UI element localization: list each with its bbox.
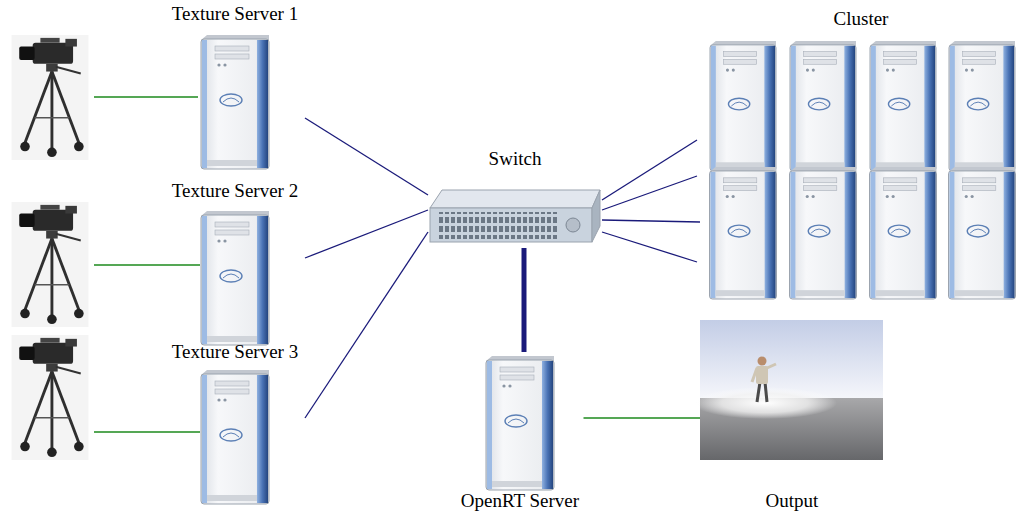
- server-node: Texture Server 3: [165, 341, 305, 507]
- switch-fan: [566, 218, 580, 232]
- server-tower: [949, 167, 1016, 299]
- server-tower: [870, 167, 937, 299]
- camera: [12, 202, 89, 327]
- camera-cable: [94, 264, 200, 265]
- server-node: OpenRT Server: [457, 352, 584, 512]
- camera: [12, 35, 89, 160]
- server-tower: [710, 167, 777, 299]
- camera: [12, 35, 89, 460]
- node-label: Switch: [489, 148, 542, 170]
- network-switch: [430, 190, 600, 242]
- node-label: Texture Server 3: [172, 341, 298, 363]
- camera: [12, 335, 89, 460]
- server-tower: [949, 41, 1015, 171]
- network-link: [522, 248, 527, 352]
- node-label: Cluster: [834, 8, 889, 30]
- server-tower: [790, 41, 856, 171]
- node-label: Texture Server 2: [172, 180, 298, 202]
- cluster-cable: [602, 140, 697, 262]
- switch-front: [430, 208, 592, 242]
- server-tower: [201, 35, 554, 504]
- camera-cable: [94, 97, 200, 432]
- server-tower: [201, 370, 269, 504]
- cluster-node: Cluster: [700, 8, 1022, 302]
- server-tower: [870, 41, 936, 171]
- cluster-cable: [602, 232, 697, 262]
- server-node: Texture Server 1: [165, 3, 305, 173]
- node-label: Output: [766, 490, 819, 512]
- network-link: [305, 118, 428, 195]
- camera-cable: [94, 431, 200, 432]
- switch-side: [592, 190, 600, 242]
- cluster-cable: [602, 140, 697, 200]
- server-tower: [710, 41, 776, 171]
- server-tower: [201, 35, 269, 169]
- switch-ports: [438, 212, 558, 239]
- node-label: OpenRT Server: [461, 490, 579, 512]
- network-link: [305, 232, 428, 418]
- rendered-output: [693, 320, 883, 460]
- switch-top: [430, 190, 600, 208]
- server-tower: [790, 167, 857, 299]
- output-sky: [700, 320, 883, 400]
- camera-cable: [94, 96, 198, 97]
- network-link: [305, 210, 428, 258]
- server-node: Texture Server 2: [165, 180, 305, 348]
- node-label: Texture Server 1: [172, 3, 298, 25]
- output-node: Output: [700, 318, 884, 512]
- network-link: [602, 220, 700, 222]
- cluster-towers: [710, 41, 1016, 299]
- server-tower: [201, 211, 269, 345]
- server-tower: [486, 356, 554, 490]
- person-figure: [752, 357, 776, 403]
- network-link: [584, 417, 701, 418]
- switch-node: Switch: [428, 148, 602, 248]
- cluster-cable: [602, 176, 697, 210]
